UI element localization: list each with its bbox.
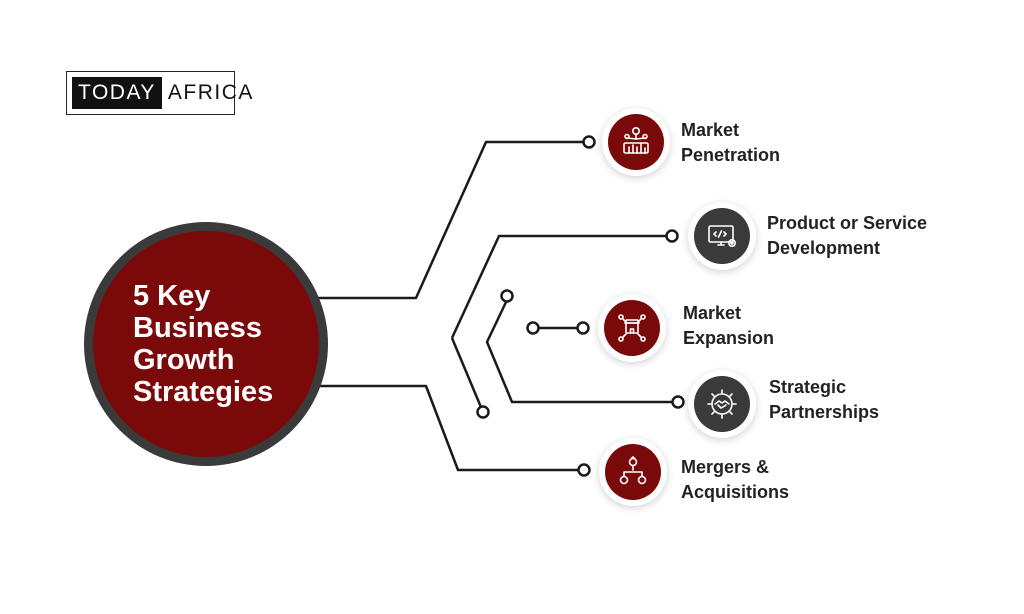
logo-today: TODAY <box>72 77 162 109</box>
code-screen-icon <box>708 225 736 247</box>
connector-dot <box>671 395 685 409</box>
today-africa-logo: TODAY AFRICA <box>66 71 252 115</box>
connector-dot <box>665 229 679 243</box>
connector-dot <box>576 321 590 335</box>
label-line: Partnerships <box>769 402 880 422</box>
label-line: Product or Service <box>767 213 928 233</box>
central-hub-inner: 5 Key Business Growth Strategies <box>93 231 319 457</box>
label-line: Penetration <box>681 145 781 165</box>
logo-africa: AFRICA <box>167 81 254 104</box>
label-market-penetration: Market Penetration <box>681 118 780 168</box>
label-mergers-acquisitions: Mergers & Acquisitions <box>681 455 789 505</box>
label-line: Market <box>683 303 742 323</box>
central-title-line: Growth <box>133 344 235 376</box>
node-inner <box>694 376 750 432</box>
connector-dot <box>500 289 514 303</box>
node-product-development <box>688 202 756 270</box>
store-network-icon <box>618 314 646 342</box>
node-market-expansion <box>598 294 666 362</box>
handshake-gear-icon <box>707 389 737 419</box>
merger-icon <box>619 456 647 485</box>
node-inner <box>605 444 661 500</box>
connector-strategic-partnerships <box>485 299 678 404</box>
central-title-line: 5 Key <box>133 280 211 312</box>
label-line: Development <box>767 238 881 258</box>
node-inner <box>608 114 664 170</box>
label-line: Expansion <box>683 328 775 348</box>
label-product-development: Product or Service Development <box>767 211 927 261</box>
node-inner <box>694 208 750 264</box>
label-strategic-partnerships: Strategic Partnerships <box>769 375 879 425</box>
node-market-penetration <box>602 108 670 176</box>
market-penetration-icon <box>623 126 649 154</box>
connector-dot <box>577 463 591 477</box>
connector-short-branch <box>450 337 485 413</box>
label-line: Strategic <box>769 377 847 397</box>
node-strategic-partnerships <box>688 370 756 438</box>
connector-dot <box>526 321 540 335</box>
label-line: Market <box>681 120 740 140</box>
central-title: 5 Key Business Growth Strategies <box>133 280 293 408</box>
central-title-line: Strategies <box>133 376 274 408</box>
central-title-line: Business <box>133 312 262 344</box>
label-line: Acquisitions <box>681 482 790 502</box>
label-market-expansion: Market Expansion <box>683 301 774 351</box>
connector-market-penetration <box>318 140 589 300</box>
label-line: Mergers & <box>681 457 770 477</box>
connector-product-development <box>450 234 672 339</box>
connector-mergers-acquisitions <box>318 384 584 472</box>
central-hub: 5 Key Business Growth Strategies <box>84 222 328 466</box>
connector-dot <box>582 135 596 149</box>
node-mergers-acquisitions <box>599 438 667 506</box>
connector-dot <box>476 405 490 419</box>
node-inner <box>604 300 660 356</box>
